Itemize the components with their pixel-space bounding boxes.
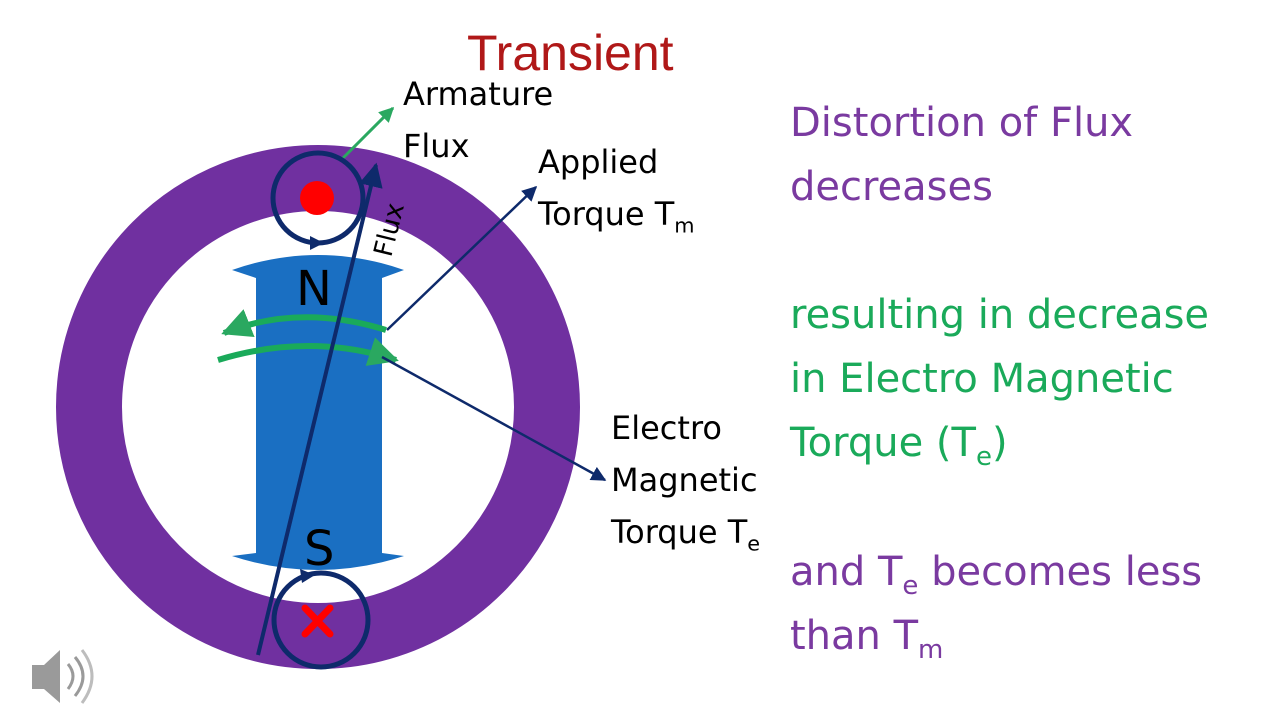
applied-torque-line1: Applied: [538, 143, 659, 181]
em-torque-pointer: [381, 355, 607, 482]
note-line5-sub: e: [975, 442, 992, 473]
conductor-cross-icon: [301, 604, 334, 638]
applied-torque-arc: [221, 309, 387, 338]
note-line6-pre: and T: [790, 549, 903, 595]
conductor-dot-icon: [300, 181, 334, 215]
note-line7: than Tm: [790, 604, 1202, 668]
speaker-icon[interactable]: [32, 649, 94, 704]
pole-south-label: S: [304, 521, 334, 577]
note-result: resulting in decrease in Electro Magneti…: [790, 283, 1209, 475]
note-line6-post: becomes less: [918, 549, 1203, 595]
note-line2: decreases: [790, 164, 993, 210]
armature-flux-label: Armature Flux: [403, 68, 553, 172]
applied-torque-pointer: [386, 185, 538, 331]
slide-title: Transient: [467, 25, 674, 81]
note-line6-sub: e: [902, 571, 919, 602]
applied-torque-sub: m: [674, 213, 695, 238]
note-line4: in Electro Magnetic: [790, 356, 1174, 402]
note-line5-pre: Torque (T: [790, 420, 976, 466]
em-torque-line1: Electro: [611, 409, 722, 447]
em-torque-sub: e: [747, 531, 761, 556]
pole-north-label: N: [296, 261, 332, 317]
top-loop-arrow-icon: [310, 236, 324, 250]
em-torque-line2: Magnetic: [611, 461, 758, 499]
note-line5: Torque (Te): [790, 411, 1209, 475]
stator-ring: [56, 145, 580, 669]
em-torque-line3: Torque Te: [611, 506, 760, 558]
applied-torque-line2: Torque Tm: [538, 188, 695, 240]
note-line6: and Te becomes less: [790, 540, 1202, 604]
note-line1: Distortion of Flux: [790, 100, 1134, 146]
note-comparison: and Te becomes less than Tm: [790, 540, 1202, 668]
em-torque-text: Torque T: [611, 513, 748, 551]
applied-torque-label: Applied Torque Tm: [538, 136, 695, 240]
bottom-conductor-loop: [271, 570, 371, 670]
flux-line: [256, 162, 383, 656]
note-line5-post: ): [991, 420, 1008, 466]
em-torque-arc: [217, 337, 399, 366]
armature-flux-pointer: [341, 106, 395, 160]
bottom-loop-arrow-icon: [300, 569, 315, 583]
note-line7-pre: than T: [790, 613, 919, 659]
note-distortion: Distortion of Flux decreases: [790, 91, 1133, 219]
armature-label-line1: Armature: [403, 75, 554, 113]
em-torque-label: Electro Magnetic Torque Te: [611, 402, 760, 558]
note-line7-sub: m: [918, 635, 944, 666]
applied-torque-text: Torque T: [538, 195, 675, 233]
armature-label-line2: Flux: [403, 127, 470, 165]
note-line3: resulting in decrease: [790, 292, 1210, 338]
